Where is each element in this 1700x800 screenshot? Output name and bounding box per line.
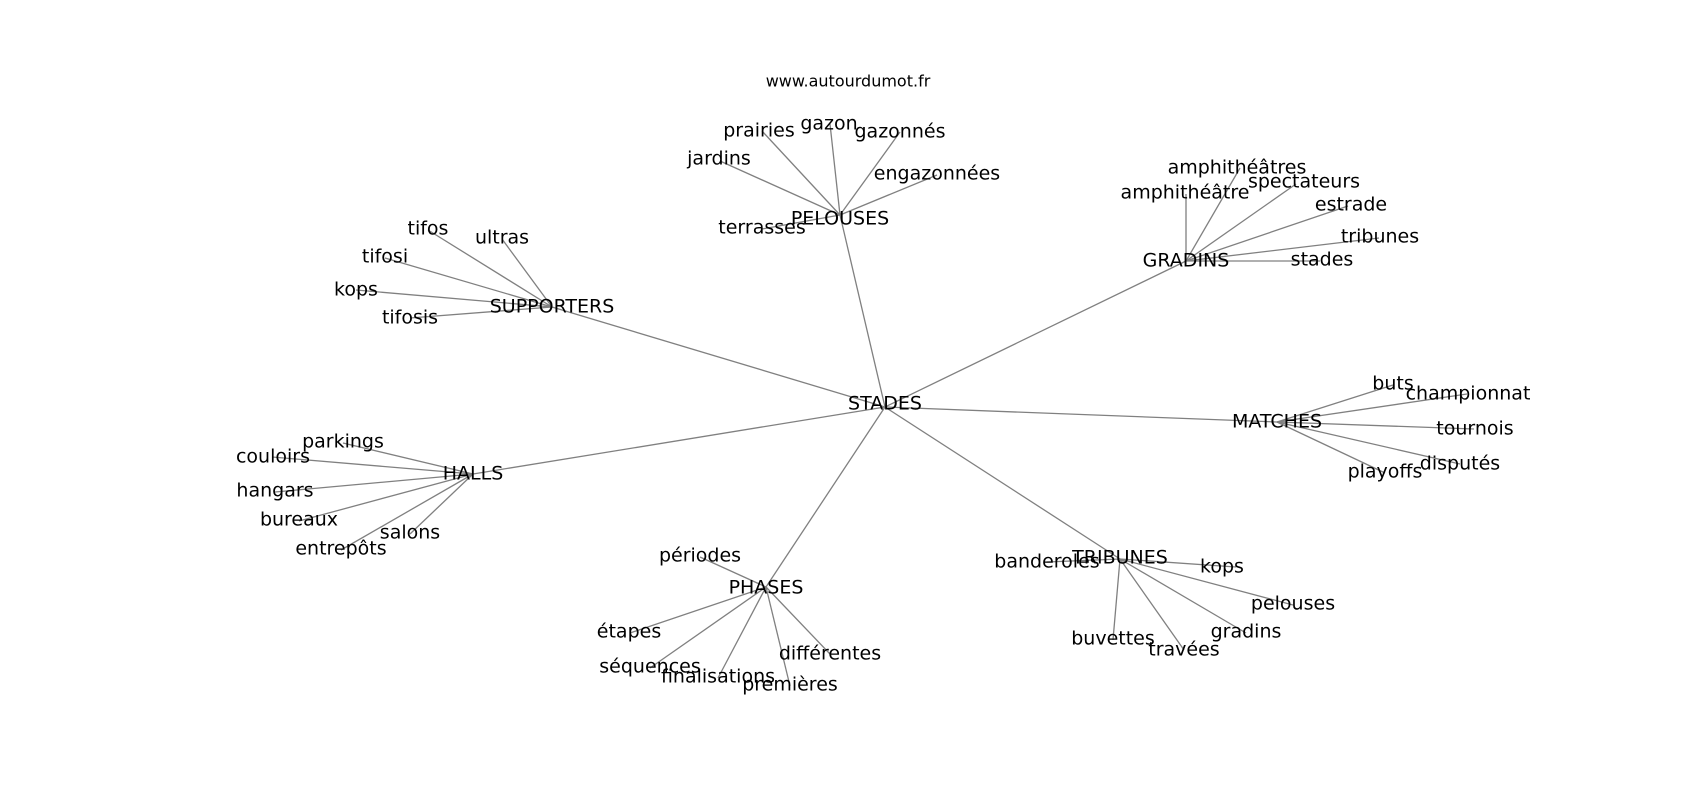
edge-halls-leaf	[271, 456, 474, 475]
edge-matches-leaf	[1276, 421, 1475, 430]
edge-matches-leaf	[1276, 384, 1394, 423]
node-supporters-leaf: tifosis	[382, 307, 438, 329]
node-phases-leaf: périodes	[659, 545, 741, 567]
node-gradins-leaf: amphithéâtre	[1121, 182, 1250, 204]
graph-edges	[271, 123, 1475, 687]
edge-gradins-leaf	[1185, 183, 1297, 262]
node-halls-leaf: parkings	[302, 431, 384, 453]
edge-stades-matches	[884, 406, 1278, 423]
node-pelouses-leaf: engazonnées	[874, 163, 1000, 185]
edge-tribunes-leaf	[1119, 558, 1237, 568]
node-gradins-leaf: amphithéâtres	[1168, 157, 1307, 179]
edge-matches-leaf	[1276, 421, 1386, 474]
node-center: STADES	[848, 393, 922, 415]
node-matches: MATCHES	[1232, 411, 1322, 433]
edge-tribunes-leaf	[1112, 558, 1121, 641]
edge-matches-leaf	[1276, 421, 1461, 465]
node-tribunes-leaf: buvettes	[1071, 628, 1155, 650]
node-matches-leaf: buts	[1372, 373, 1413, 395]
edge-stades-halls	[472, 406, 886, 475]
node-phases: PHASES	[729, 577, 804, 599]
node-tribunes-leaf: pelouses	[1251, 593, 1335, 615]
node-matches-leaf: playoffs	[1348, 461, 1423, 483]
edge-phases-leaf	[649, 586, 767, 669]
edge-matches-leaf	[1276, 393, 1468, 423]
node-supporters-leaf: tifosi	[362, 246, 408, 268]
node-pelouses-leaf: gazon	[800, 113, 857, 135]
edge-supporters-leaf	[355, 289, 553, 308]
node-phases-leaf: séquences	[599, 656, 700, 678]
edge-pelouses-leaf	[839, 174, 938, 216]
edge-stades-tribunes	[884, 406, 1121, 560]
node-matches-leaf: disputés	[1420, 453, 1500, 475]
node-pelouses-leaf: terrasses	[718, 217, 805, 239]
edge-halls-leaf	[298, 473, 474, 522]
node-supporters: SUPPORTERS	[490, 296, 615, 318]
node-gradins-leaf: stades	[1291, 249, 1354, 271]
edge-pelouses-leaf	[761, 130, 841, 216]
node-pelouses-leaf: jardins	[686, 148, 751, 170]
edge-tribunes-leaf	[1119, 558, 1247, 634]
edge-phases-leaf	[765, 586, 831, 655]
node-tribunes-leaf: banderoles	[994, 551, 1099, 573]
edge-halls-leaf	[274, 473, 474, 493]
edge-gradins-leaf	[1185, 237, 1380, 262]
node-pelouses-leaf: prairies	[723, 120, 794, 142]
edge-pelouses-leaf	[761, 214, 841, 230]
node-gradins-leaf: spectateurs	[1248, 171, 1360, 193]
edge-pelouses-leaf	[829, 123, 841, 216]
node-halls: HALLS	[443, 463, 504, 485]
edge-supporters-leaf	[501, 238, 553, 308]
node-halls-leaf: salons	[380, 522, 440, 544]
node-phases-leaf: finalisations	[661, 666, 775, 688]
node-tribunes: TRIBUNES	[1071, 547, 1168, 569]
site-credit: www.autourdumot.fr	[766, 72, 931, 91]
edge-supporters-leaf	[427, 229, 553, 308]
edge-tribunes-leaf	[1119, 558, 1185, 651]
edge-phases-leaf	[717, 586, 767, 679]
node-pelouses: PELOUSES	[791, 208, 889, 230]
edge-halls-leaf	[340, 473, 474, 551]
node-phases-leaf: étapes	[597, 621, 661, 643]
node-halls-leaf: couloirs	[236, 446, 310, 468]
node-halls-leaf: hangars	[236, 480, 313, 502]
edge-stades-gradins	[884, 260, 1187, 408]
edge-supporters-leaf	[409, 306, 553, 319]
edge-halls-leaf	[342, 442, 474, 475]
node-phases-leaf: différentes	[779, 643, 881, 665]
edge-tribunes-leaf	[1119, 558, 1294, 606]
edge-stades-pelouses	[839, 214, 886, 408]
node-gradins-leaf: estrade	[1315, 194, 1387, 216]
edge-halls-leaf	[409, 473, 474, 535]
node-gradins: GRADINS	[1143, 250, 1230, 272]
node-pelouses-leaf: gazonnés	[855, 121, 946, 143]
node-supporters-leaf: ultras	[475, 227, 529, 249]
node-halls-leaf: entrepôts	[295, 538, 386, 560]
edge-gradins-leaf	[1185, 167, 1241, 262]
edge-phases-leaf	[765, 586, 791, 687]
edge-phases-leaf	[629, 586, 767, 634]
node-supporters-leaf: tifos	[408, 218, 449, 240]
edge-phases-leaf	[699, 556, 767, 588]
node-tribunes-leaf: kops	[1200, 556, 1244, 578]
node-gradins-leaf: tribunes	[1341, 226, 1419, 248]
node-halls-leaf: bureaux	[260, 509, 338, 531]
edge-supporters-leaf	[384, 257, 553, 308]
node-tribunes-leaf: travées	[1148, 639, 1219, 661]
node-phases-leaf: premières	[742, 674, 838, 696]
node-matches-leaf: tournois	[1436, 418, 1513, 440]
node-matches-leaf: championnat	[1406, 383, 1531, 405]
edge-pelouses-leaf	[719, 160, 841, 216]
edge-tribunes-leaf	[1046, 558, 1121, 563]
node-supporters-leaf: kops	[334, 279, 378, 301]
edge-stades-phases	[765, 406, 886, 588]
edge-stades-supporters	[551, 306, 886, 408]
node-tribunes-leaf: gradins	[1211, 621, 1282, 643]
edge-pelouses-leaf	[839, 131, 901, 216]
edge-gradins-leaf	[1185, 205, 1349, 262]
